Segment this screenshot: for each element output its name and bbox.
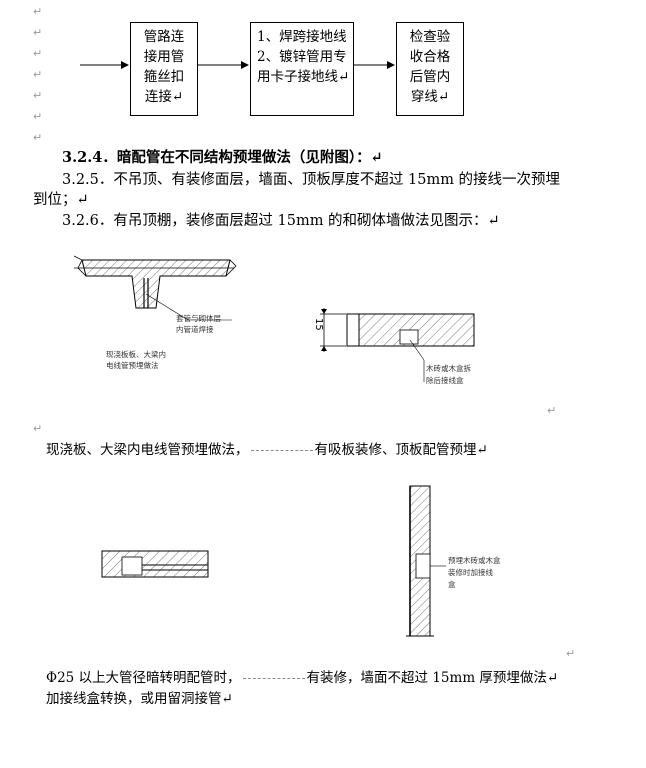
- paragraph-mark: ↵: [33, 422, 43, 435]
- paragraph-3-2-5: 3.2.5．不吊顶、有装修面层，墙面、顶板厚度不超过 15mm 的接线一次预埋: [62, 172, 561, 188]
- flow-step-3-line: 检查验: [409, 29, 451, 45]
- horizontal-conduit-figure: [101, 550, 209, 578]
- flow-step-3-line: 收合格: [409, 49, 451, 65]
- wall-figure-label: 装修时加接线: [448, 568, 493, 577]
- paragraph-mark: ↵: [33, 68, 43, 81]
- paragraph-3-2-6: 3.2.6．有吊顶棚，装修面层超过 15mm 的和砌体墙做法见图示：↵: [62, 213, 500, 229]
- flow-step-1: 管路连 接用管 箍丝扣 连接↵: [130, 22, 198, 116]
- caption-leader: [250, 450, 313, 451]
- caption-right: 有吸板装修、顶板配管预埋↵: [314, 442, 488, 458]
- paragraph-mark: ↵: [33, 26, 43, 39]
- bottom-caption-left: Φ25 以上大管径暗转明配管时，: [46, 670, 241, 686]
- paragraph-mark: ↵: [566, 647, 576, 660]
- caption-leader: [242, 678, 305, 679]
- vertical-wall-figure: [406, 485, 446, 637]
- wall-figure-label: 盒: [448, 580, 456, 589]
- flow-step-3-line: 穿线↵: [410, 89, 450, 105]
- flow-step-3-line: 后管内: [409, 69, 451, 85]
- bottom-caption-row2: 加接线盒转换，或用留洞接管↵: [46, 691, 233, 707]
- wall-panel-figure: [320, 308, 475, 382]
- flow-step-1-line: 接用管: [143, 49, 185, 65]
- flowchart-arrows: [80, 61, 395, 69]
- flow-step-2-line: 1、焊跨接地线: [257, 29, 347, 45]
- flow-step-2: 1、焊跨接地线 2、镀锌管用专 用卡子接地线↵: [250, 22, 354, 116]
- dimension-label: 15: [313, 318, 324, 331]
- paragraph-mark: ↵: [33, 131, 43, 144]
- slab-figure-caption: 电线管预埋做法: [106, 361, 159, 370]
- slab-figure-caption: 现浇板板、大梁内: [106, 350, 166, 359]
- flow-step-3: 检查验 收合格 后管内 穿线↵: [396, 22, 464, 116]
- flow-step-1-line: 箍丝扣: [143, 69, 185, 85]
- slab-figure-label: 内管道焊接: [176, 325, 214, 334]
- paragraph-mark: ↵: [33, 47, 43, 60]
- paragraph-mark: ↵: [547, 404, 557, 417]
- slab-figure-label: 套管与砌体层: [176, 314, 221, 323]
- paragraph-mark: ↵: [33, 110, 43, 123]
- bottom-caption-row1: Φ25 以上大管径暗转明配管时， 有装修，墙面不超过 15mm 厚预埋做法↵: [46, 668, 558, 688]
- wall-panel-label: 木砖或木盒拆: [426, 364, 471, 373]
- caption-left: 现浇板、大梁内电线管预埋做法，: [46, 442, 249, 458]
- paragraph-mark: ↵: [33, 89, 43, 102]
- paragraph-3-2-5-cont: 到位；↵: [33, 192, 89, 208]
- section-heading: 3.2.4．暗配管在不同结构预埋做法（见附图）：↵: [62, 149, 383, 166]
- bottom-caption-right: 有装修，墙面不超过 15mm 厚预埋做法↵: [306, 670, 559, 686]
- slab-conduit-figure: [73, 255, 237, 321]
- figure-caption-row1: 现浇板、大梁内电线管预埋做法， 有吸板装修、顶板配管预埋↵: [46, 440, 488, 460]
- paragraph-mark: ↵: [33, 5, 43, 18]
- flow-step-1-line: 管路连: [143, 29, 185, 45]
- flow-step-2-line: 用卡子接地线↵: [257, 69, 350, 85]
- flow-step-1-line: 连接↵: [144, 89, 184, 105]
- wall-figure-label: 预埋木砖或木盒: [448, 556, 501, 565]
- flow-step-2-line: 2、镀锌管用专: [257, 49, 347, 65]
- wall-panel-label: 除后接线盒: [426, 376, 464, 385]
